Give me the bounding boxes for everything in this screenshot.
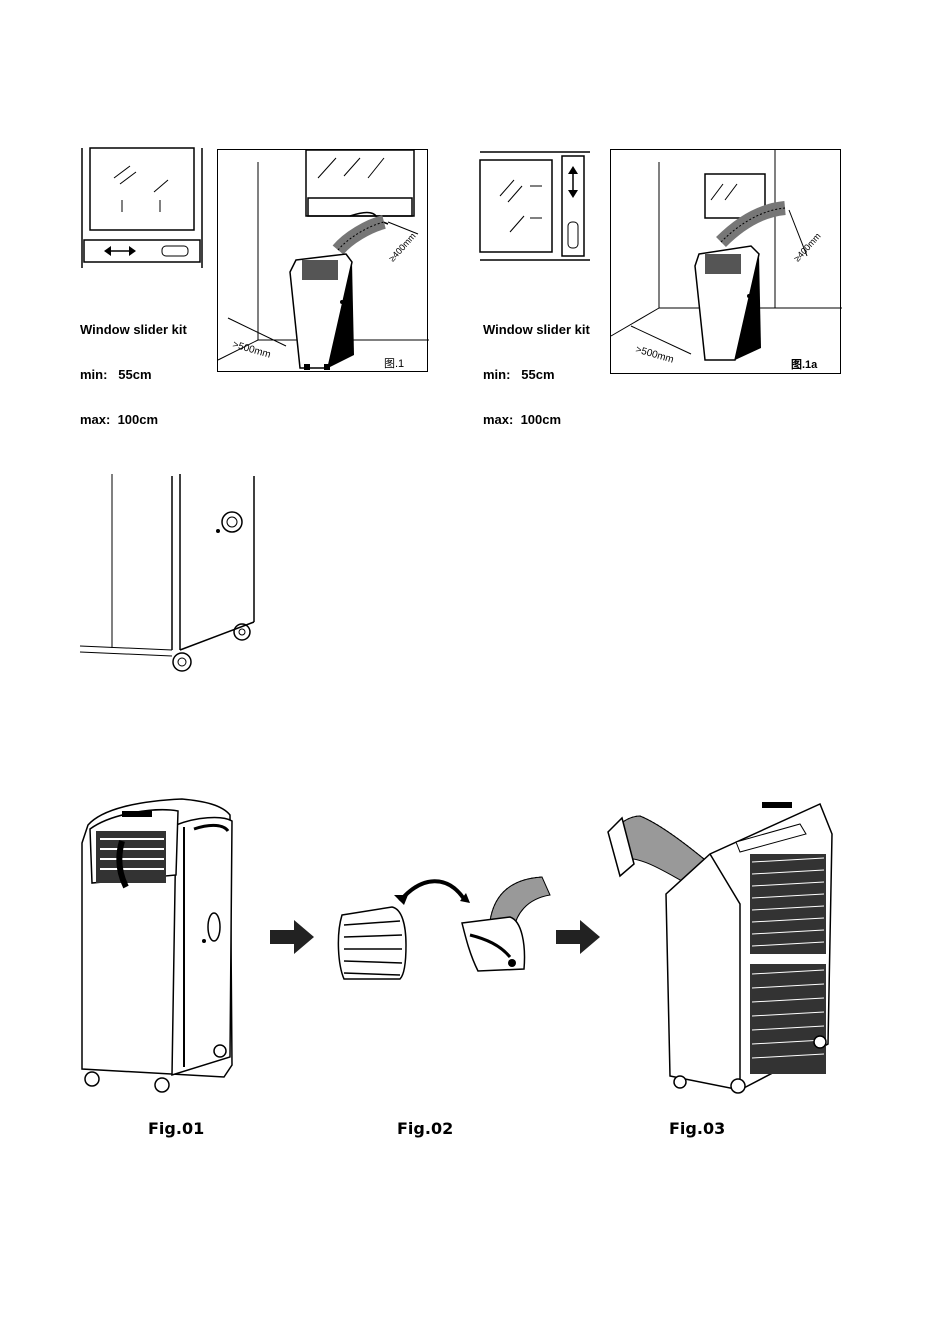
- ac-unit-back-with-hose-illustration: [600, 794, 840, 1094]
- kit-min: min: 55cm: [483, 367, 590, 382]
- distance-floor-label: >500mm: [231, 339, 272, 360]
- kit-max: max: 100cm: [483, 412, 590, 427]
- figure-caption: Fig.02: [397, 1119, 453, 1138]
- arrow-right-icon: [270, 920, 314, 954]
- ac-window-setup-illustration: ≥400mm >500mm: [218, 150, 429, 373]
- figure-1-box: ≥400mm >500mm 图.1: [217, 149, 428, 372]
- figure-1a-box: ≥400mm >500mm 图.1a: [610, 149, 841, 374]
- distance-wall-label: ≥400mm: [792, 231, 823, 264]
- grille-and-hose-adapter-illustration: [330, 865, 552, 985]
- figure-caption: Fig.03: [669, 1119, 725, 1138]
- ac-unit-front-illustration: [72, 795, 242, 1093]
- kit-title: Window slider kit: [80, 322, 187, 337]
- figure-label: 图.1a: [791, 356, 817, 372]
- figure-caption: Fig.01: [148, 1119, 204, 1138]
- ac-unit-side-view-illustration: [80, 474, 260, 680]
- arrow-right-icon: [556, 920, 600, 954]
- distance-floor-label: >500mm: [634, 344, 675, 365]
- kit-title: Window slider kit: [483, 322, 590, 337]
- figure-label: 图.1: [384, 355, 404, 371]
- window-slider-horizontal-illustration: [78, 148, 206, 270]
- distance-wall-label: ≥400mm: [387, 231, 418, 264]
- kit-max: max: 100cm: [80, 412, 187, 427]
- window-slider-vertical-illustration: [480, 150, 590, 262]
- kit-min: min: 55cm: [80, 367, 187, 382]
- ac-wall-setup-illustration: ≥400mm >500mm: [611, 150, 842, 375]
